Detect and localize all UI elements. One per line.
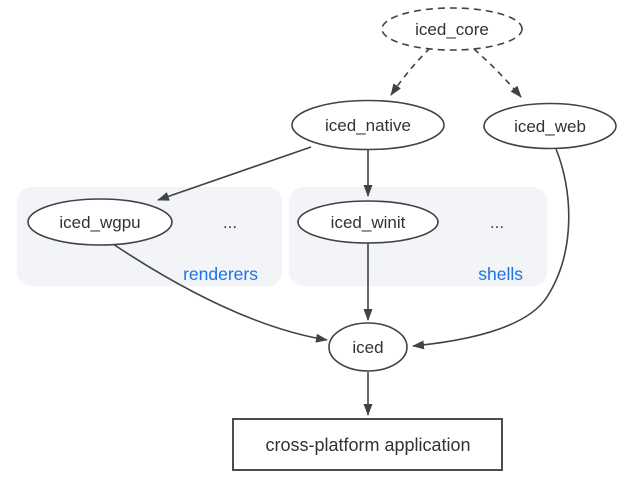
edge-core-to-native [390, 47, 431, 96]
node-iced-winit-shape [297, 200, 439, 244]
node-iced-native-label: iced_native [325, 116, 411, 135]
node-iced-winit-label: iced_winit [331, 213, 406, 232]
node-iced-core-shape [381, 7, 523, 51]
edge-web-to-iced [412, 148, 570, 350]
node-iced-winit: iced_winit [297, 200, 439, 244]
edge-core-to-web [473, 48, 522, 98]
node-iced-core-label: iced_core [415, 20, 489, 39]
node-iced: iced [328, 322, 408, 372]
edge-native-to-wgpu [157, 146, 312, 201]
node-iced-native-shape [291, 99, 445, 151]
node-iced-wgpu: iced_wgpu [27, 198, 173, 246]
node-iced-core: iced_core [381, 7, 523, 51]
edge-wgpu-to-iced [112, 243, 328, 343]
node-iced-wgpu-label: iced_wgpu [59, 213, 140, 232]
cluster-renderers-label: renderers [183, 264, 258, 284]
cluster-renderers-ellipsis: ... [223, 213, 237, 232]
node-iced-wgpu-shape [27, 198, 173, 246]
node-application-label: cross-platform application [265, 435, 470, 455]
cluster-shells-ellipsis: ... [490, 213, 504, 232]
cluster-shells-label: shells [478, 264, 523, 284]
node-iced-web-label: iced_web [514, 117, 586, 136]
node-iced-native: iced_native [291, 99, 445, 151]
node-iced-label: iced [352, 338, 383, 357]
node-application: cross-platform application [232, 418, 503, 471]
node-application-shape [232, 418, 503, 471]
node-iced-web-shape [483, 102, 617, 150]
node-iced-web: iced_web [483, 102, 617, 150]
node-iced-shape [328, 322, 408, 372]
